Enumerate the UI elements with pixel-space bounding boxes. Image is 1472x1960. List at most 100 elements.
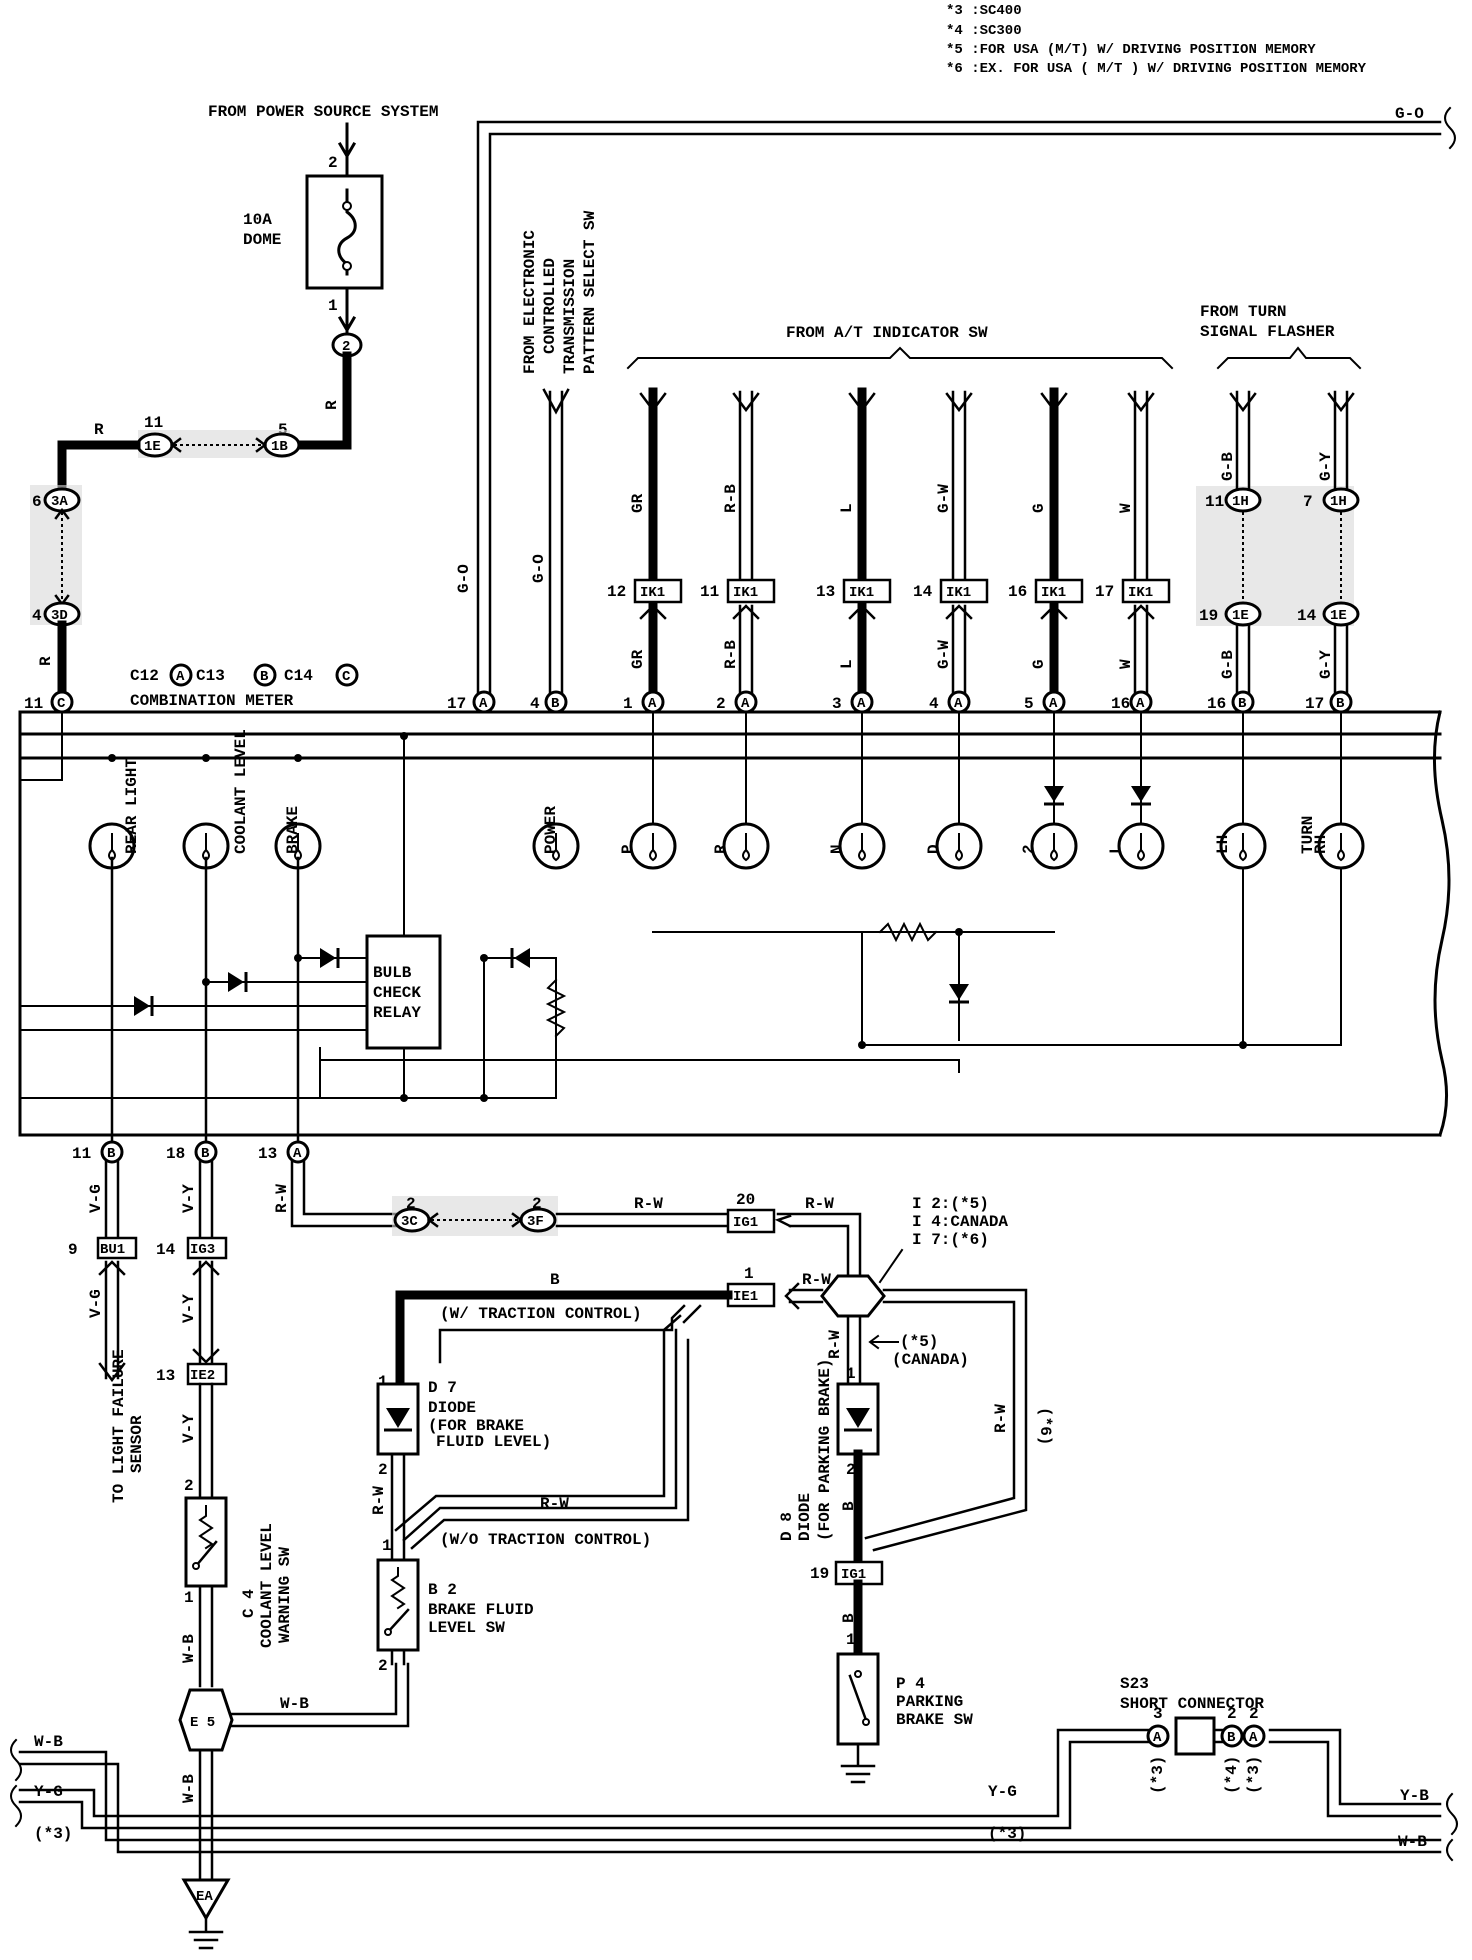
meter-pin-number: 1 — [623, 695, 633, 713]
svg-text:DIODE: DIODE — [796, 1493, 814, 1541]
star3-left: (*3) — [34, 1825, 72, 1843]
svg-text:P 4: P 4 — [896, 1675, 925, 1693]
d8-label: D 8 DIODE (FOR PARKING BRAKE) — [778, 1359, 834, 1541]
ground-icon — [188, 1916, 224, 1950]
arrow-down-icon — [639, 392, 667, 413]
svg-text:CONTROLLED: CONTROLLED — [541, 258, 559, 354]
with-traction: (W/ TRACTION CONTROL) — [440, 1305, 642, 1323]
connector-ig1-19: IG1 — [841, 1567, 866, 1583]
combo-meter-name: COMBINATION METER — [130, 692, 294, 710]
turn-wire-label: G-B — [1219, 650, 1237, 679]
at-wire-label: W — [1117, 503, 1135, 513]
ik1-pin: 16 — [1008, 583, 1027, 601]
svg-text:20: 20 — [736, 1191, 755, 1209]
arrow-down-icon — [1327, 392, 1355, 413]
arrow-down-icon — [1127, 392, 1155, 413]
ik1-pin: 13 — [816, 583, 835, 601]
wire-rw-7: R-W — [826, 1330, 844, 1359]
pin-ig3-14: 14 — [156, 1241, 176, 1259]
svg-text:FLUID LEVEL): FLUID LEVEL) — [436, 1433, 551, 1451]
connector-3d: 3D — [51, 608, 68, 624]
turn-wire-label: G-Y — [1317, 452, 1335, 481]
star3-s23b: (*3) — [1245, 1756, 1263, 1794]
arrow-up-icon — [1127, 604, 1155, 620]
meter-bottom-pin-letter: B — [201, 1146, 210, 1162]
svg-text:CHECK: CHECK — [373, 984, 421, 1002]
wire-yg-right: Y-G — [988, 1783, 1017, 1801]
at-indicator-wires: GRIK112GRA1R-BIK111R-BA2LIK113LA3G-WIK11… — [607, 387, 1171, 859]
ik1-pin: 11 — [700, 583, 719, 601]
wire-b-2: B — [840, 1501, 858, 1511]
pin-go-17: 17 — [447, 695, 466, 713]
svg-text:B: B — [551, 696, 560, 712]
pin-bu1-9: 9 — [68, 1241, 78, 1259]
at-wire-label: R-B — [722, 484, 740, 513]
svg-text:1: 1 — [382, 1537, 392, 1555]
svg-text:WARNING SW: WARNING SW — [276, 1547, 294, 1643]
wire-vy-1: V-Y — [180, 1184, 198, 1213]
p4-label: P 4 PARKING BRAKE SW — [896, 1675, 973, 1729]
lamp-label: BRAKE — [284, 806, 302, 854]
junction-note-1: I 2:(*5) — [912, 1195, 989, 1213]
notes-legend: *3 :SC400 *4 :SC300 *5 :FOR USA (M/T) W/… — [946, 3, 1367, 77]
meter-pin-letter: A — [741, 696, 750, 712]
bulb-icon — [1050, 833, 1058, 862]
bulb-icon — [649, 833, 657, 862]
wire-r-3: R — [37, 656, 55, 666]
ik1-connector — [633, 578, 683, 604]
meter-pin-number: 16 — [1111, 695, 1130, 713]
svg-text:A: A — [1249, 1730, 1258, 1746]
power-source-label: FROM POWER SOURCE SYSTEM — [208, 103, 438, 121]
fuse-box — [305, 174, 384, 290]
svg-text:1: 1 — [846, 1365, 856, 1383]
from-turn-line2: SIGNAL FLASHER — [1200, 323, 1335, 341]
meter-pin-number: 3 — [832, 695, 842, 713]
at-wire — [738, 604, 754, 694]
at-wire-label: G — [1030, 503, 1048, 513]
to-light-line2: SENSOR — [128, 1415, 146, 1473]
lamp-label: RH — [1312, 835, 1330, 854]
svg-text:2: 2 — [406, 1195, 416, 1213]
svg-text:1: 1 — [184, 1589, 194, 1607]
at-wire-label: GR — [629, 493, 647, 513]
at-wire — [951, 390, 967, 580]
svg-text:A: A — [176, 669, 185, 685]
svg-text:DIODE: DIODE — [428, 1399, 476, 1417]
svg-text:LEVEL SW: LEVEL SW — [428, 1619, 505, 1637]
svg-text:D 8: D 8 — [778, 1512, 796, 1541]
at-wire — [1133, 390, 1149, 580]
ik1-pin: 17 — [1095, 583, 1114, 601]
lamp-label: N — [828, 844, 846, 854]
at-wire-label: L — [838, 503, 856, 513]
ik1-label: IK1 — [849, 585, 874, 601]
arrow-down-icon — [337, 141, 357, 159]
canada-note-1: (*5) — [900, 1333, 938, 1351]
connector-1h-label: 1H — [1232, 494, 1249, 510]
meter-bottom-pin — [194, 1140, 218, 1164]
meter-bottom-pin — [100, 1140, 124, 1164]
bulb-icon — [955, 833, 963, 862]
wire-rw-8: R-W — [992, 1404, 1010, 1433]
connector-1e — [1224, 601, 1262, 627]
s23-code: S23 — [1120, 1675, 1149, 1693]
bulb-icon — [552, 833, 560, 862]
wire-b-1: B — [550, 1271, 560, 1289]
svg-text:(FOR BRAKE: (FOR BRAKE — [428, 1417, 524, 1435]
lamp-label: D — [925, 844, 943, 854]
connector-4: 4 — [32, 607, 42, 625]
svg-text:3: 3 — [1153, 1705, 1163, 1723]
wire-rw-2: R-W — [634, 1195, 663, 1213]
connector-1h-pin: 11 — [1205, 493, 1224, 511]
ik1-connector — [1121, 578, 1171, 604]
svg-text:2: 2 — [378, 1657, 388, 1675]
connector-ig3: IG3 — [190, 1242, 215, 1258]
without-traction: (W/O TRACTION CONTROL) — [440, 1531, 651, 1549]
resistor-icon — [878, 921, 938, 943]
wire-r-1: R — [323, 400, 341, 410]
svg-text:C 4: C 4 — [240, 1589, 258, 1618]
wire-wb-2: W-B — [280, 1695, 309, 1713]
star6-note: (*6) — [1036, 1407, 1054, 1445]
connector-1e-label: 1E — [1330, 608, 1347, 624]
wire-rw-3: R-W — [805, 1195, 834, 1213]
